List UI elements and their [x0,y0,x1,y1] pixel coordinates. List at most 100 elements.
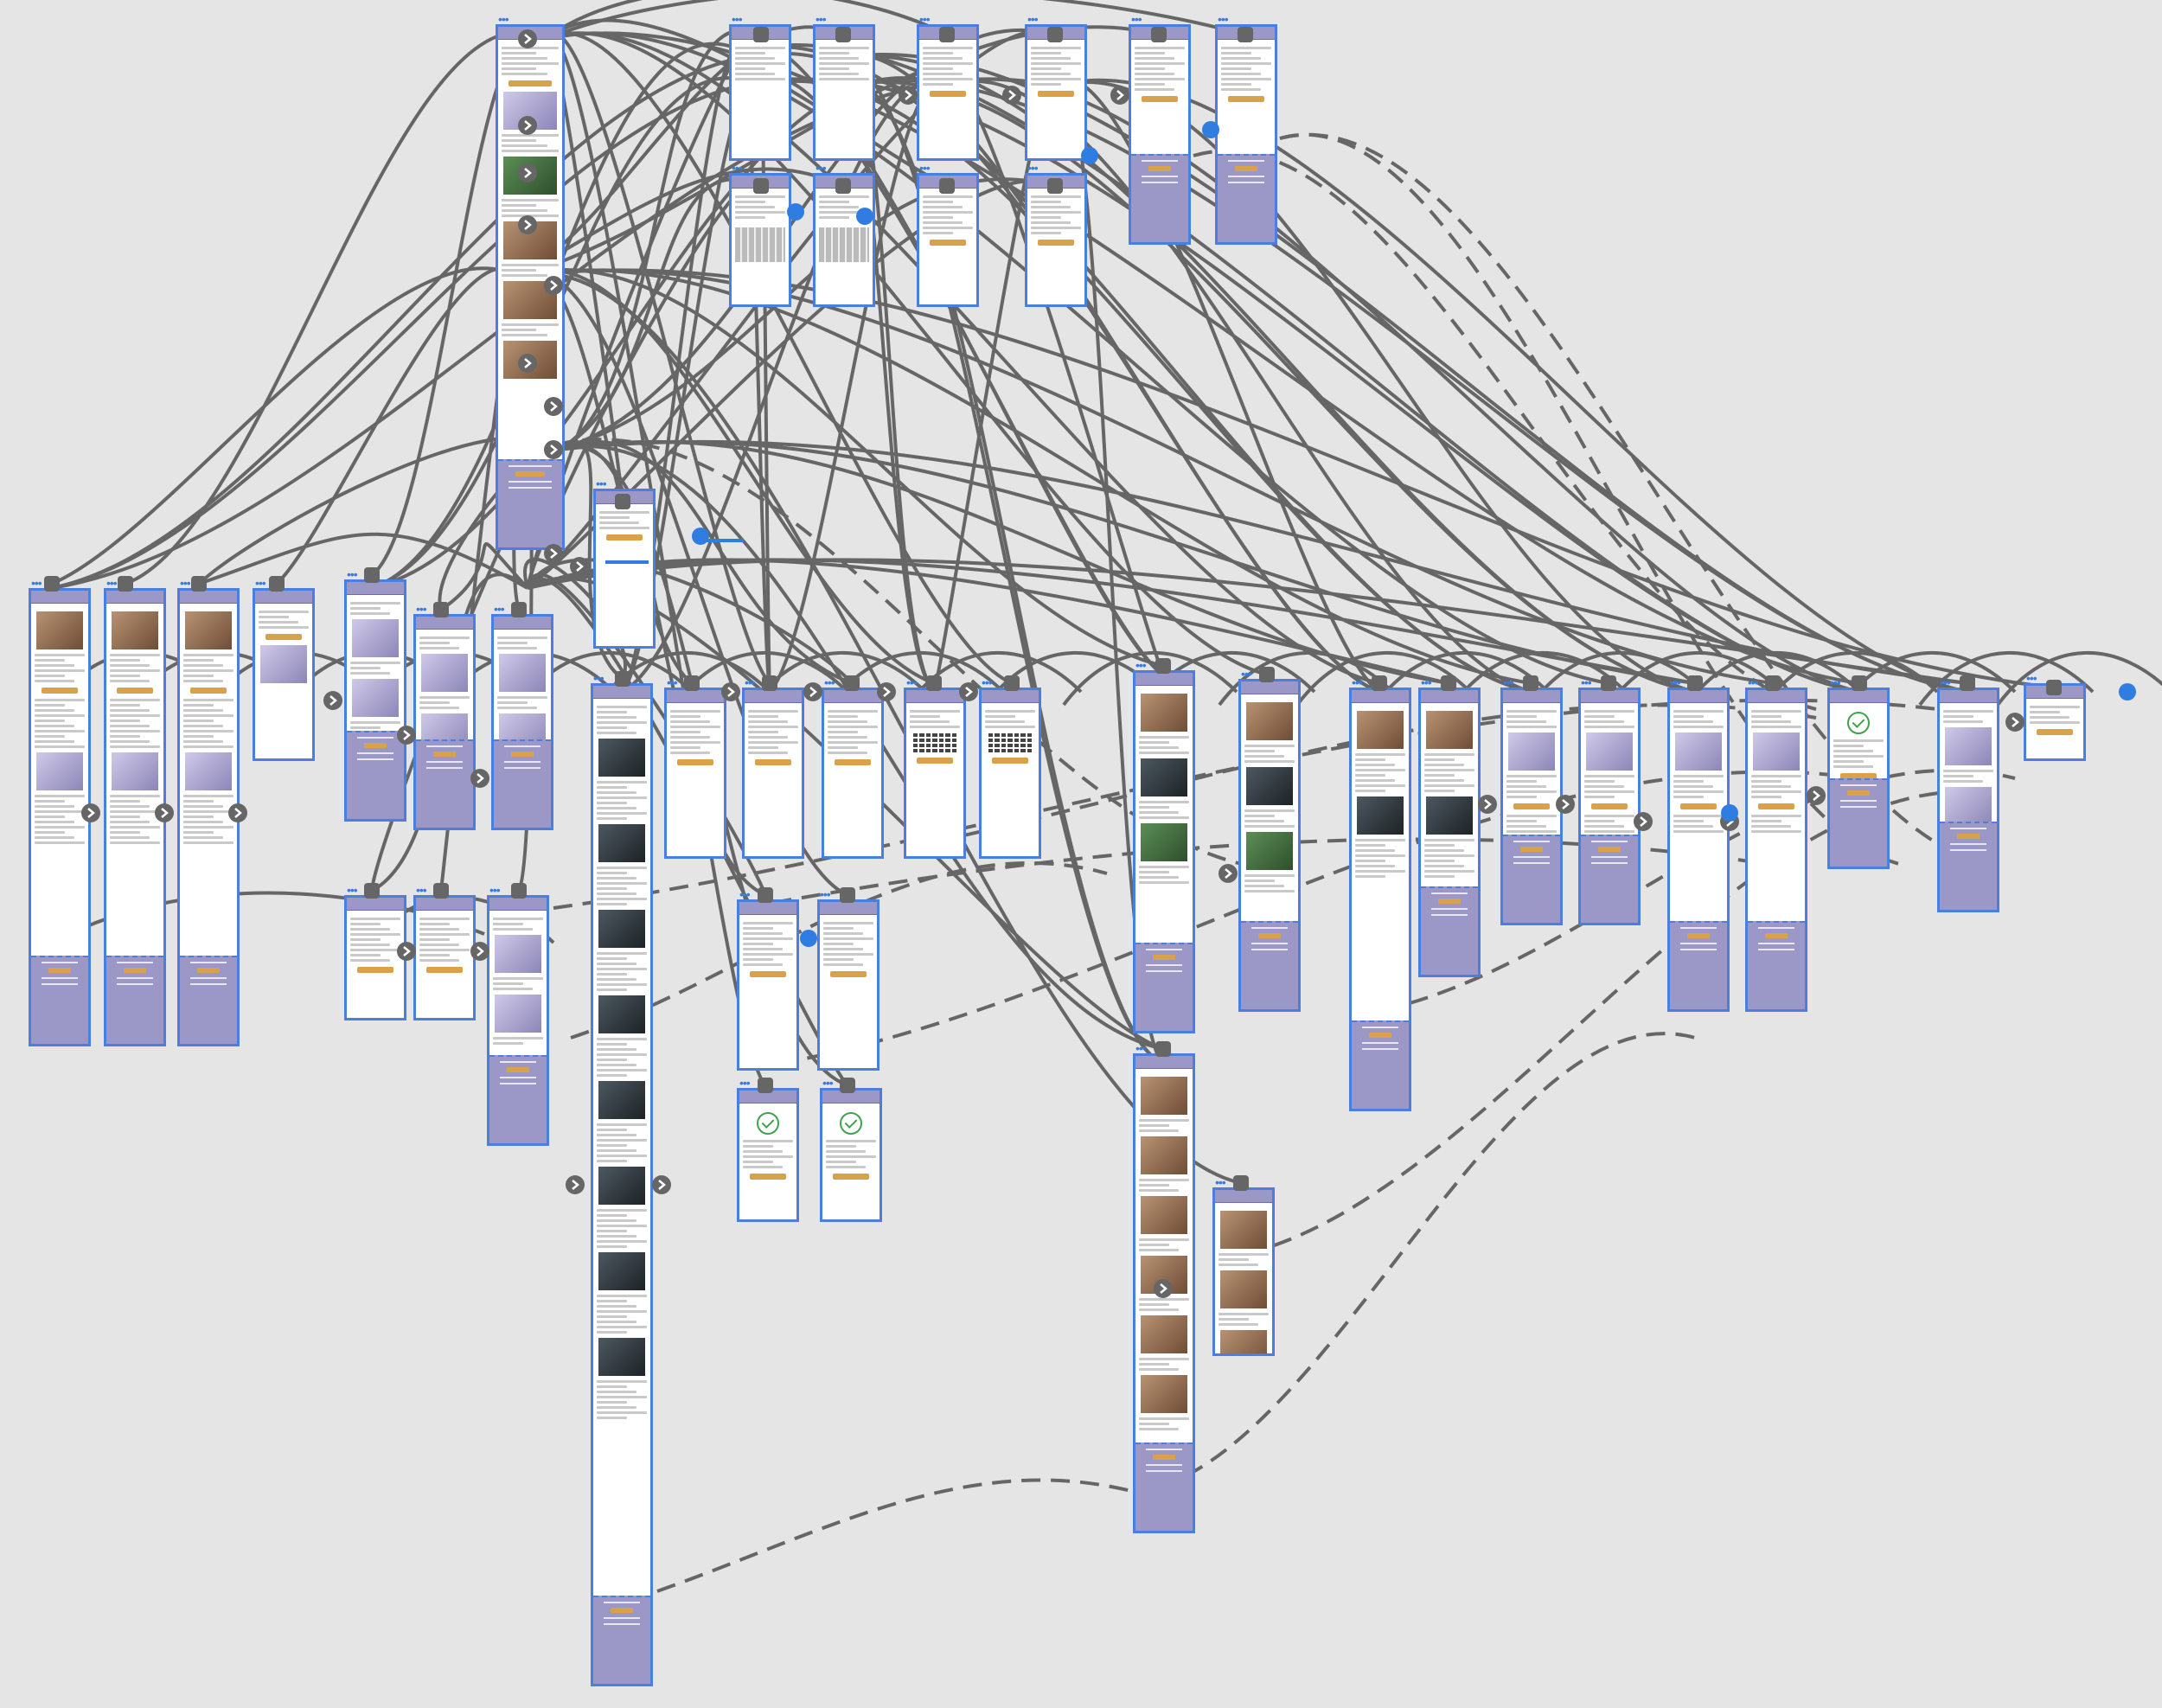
primary-button[interactable] [1758,803,1794,809]
screen-m5[interactable] [1129,24,1191,245]
screen-cart4[interactable] [1745,688,1807,1012]
screen-handle-icon[interactable]: ••• [732,16,742,22]
screen-ok[interactable] [1827,688,1890,869]
primary-button[interactable] [835,759,871,765]
screen-s1[interactable] [344,579,406,822]
screen-handle-icon[interactable]: ••• [1131,16,1142,22]
primary-button[interactable] [1038,240,1074,246]
primary-button[interactable] [1680,803,1717,809]
screen-pop[interactable] [593,489,656,649]
screen-handle-icon[interactable]: ••• [596,480,606,487]
subscribe-button[interactable] [1847,790,1870,796]
screen-end[interactable] [2024,683,2086,761]
subscribe-button[interactable] [611,1608,633,1613]
screen-b2[interactable] [742,688,804,859]
screen-handle-icon[interactable]: ••• [739,891,750,898]
screen-handle-icon[interactable]: ••• [820,891,830,898]
keyboard[interactable] [735,227,785,262]
primary-button[interactable] [265,634,302,640]
screen-b1[interactable] [664,688,726,859]
subscribe-button[interactable] [364,743,387,748]
primary-button[interactable] [1591,803,1628,809]
screen-handle-icon[interactable]: ••• [1830,679,1840,686]
flow-connector[interactable] [125,32,545,584]
flow-connector[interactable] [519,270,2054,688]
screen-handle-icon[interactable]: ••• [347,886,357,893]
screen-b6[interactable] [737,899,799,1071]
subscribe-button[interactable] [1153,955,1175,960]
flow-connector[interactable] [830,54,1967,692]
screen-handle-icon[interactable]: ••• [1215,1179,1225,1186]
primary-button[interactable] [1142,96,1178,102]
primary-button[interactable] [992,758,1028,764]
screen-m2[interactable] [813,24,875,161]
subscribe-button[interactable] [1687,933,1710,938]
screen-cart1[interactable] [1500,688,1563,925]
screen-wish[interactable] [1937,688,1999,912]
screen-k1[interactable] [729,173,791,307]
primary-button[interactable] [426,967,463,973]
screen-handle-icon[interactable]: ••• [982,679,992,686]
screen-fl1[interactable] [344,895,406,1020]
screen-fl2[interactable] [413,895,476,1020]
screen-enc2[interactable] [1212,1187,1275,1356]
primary-button[interactable] [1038,91,1074,97]
screen-handle-icon[interactable]: ••• [824,679,835,686]
primary-button[interactable] [833,1174,869,1180]
screen-handle-icon[interactable]: ••• [822,1079,833,1086]
screen-handle-icon[interactable]: ••• [1748,679,1758,686]
screen-handle-icon[interactable]: ••• [919,164,930,171]
screen-f2[interactable] [1025,173,1087,307]
primary-button[interactable] [1228,96,1264,102]
screen-handle-icon[interactable]: ••• [593,675,604,681]
primary-button[interactable] [117,688,153,694]
screen-handle-icon[interactable]: ••• [1218,16,1228,22]
screen-home[interactable] [496,24,565,550]
screen-c1[interactable] [737,1088,799,1222]
screen-handle-icon[interactable]: ••• [489,886,500,893]
screen-p4[interactable] [253,588,315,761]
screen-handle-icon[interactable]: ••• [745,679,755,686]
subscribe-button[interactable] [1598,847,1621,852]
flow-connector[interactable] [657,1480,1150,1591]
primary-button[interactable] [190,688,227,694]
screen-s4[interactable] [487,895,549,1146]
primary-button[interactable] [930,240,966,246]
screen-s2[interactable] [413,614,476,830]
screen-handle-icon[interactable]: ••• [1940,679,1950,686]
subscribe-button[interactable] [507,1067,529,1072]
screen-handle-icon[interactable]: ••• [1027,16,1038,22]
screen-handle-icon[interactable]: ••• [498,16,509,22]
screen-cart3[interactable] [1667,688,1730,1012]
screen-handle-icon[interactable]: ••• [816,16,826,22]
screen-handle-icon[interactable]: ••• [106,579,117,586]
screen-handle-icon[interactable]: ••• [1670,679,1680,686]
screen-handle-icon[interactable]: ••• [416,605,426,612]
screen-handle-icon[interactable]: ••• [1421,679,1431,686]
screen-handle-icon[interactable]: ••• [1581,679,1591,686]
screen-handle-icon[interactable]: ••• [2026,675,2037,681]
screen-handle-icon[interactable]: ••• [739,1079,750,1086]
screen-handle-icon[interactable]: ••• [1503,679,1513,686]
subscribe-button[interactable] [1153,1455,1175,1460]
screen-handle-icon[interactable]: ••• [347,571,357,578]
subscribe-button[interactable] [1520,847,1543,852]
primary-button[interactable] [1513,803,1550,809]
screen-handle-icon[interactable]: ••• [180,579,190,586]
screen-blog2[interactable] [1238,679,1301,1012]
screen-b7[interactable] [817,899,880,1071]
screen-handle-icon[interactable]: ••• [494,605,504,612]
subscribe-button[interactable] [1438,899,1461,904]
subscribe-button[interactable] [48,968,71,973]
screen-handle-icon[interactable]: ••• [1135,1045,1146,1052]
subscribe-button[interactable] [1235,166,1257,171]
subscribe-button[interactable] [1369,1033,1391,1038]
screen-handle-icon[interactable]: ••• [31,579,42,586]
subscribe-button[interactable] [511,752,534,757]
subscribe-button[interactable] [1148,166,1171,171]
screen-about2[interactable] [1418,688,1481,977]
screen-p2[interactable] [104,588,166,1046]
screen-k2[interactable] [813,173,875,307]
primary-button[interactable] [677,759,713,765]
screen-handle-icon[interactable]: ••• [732,164,742,171]
